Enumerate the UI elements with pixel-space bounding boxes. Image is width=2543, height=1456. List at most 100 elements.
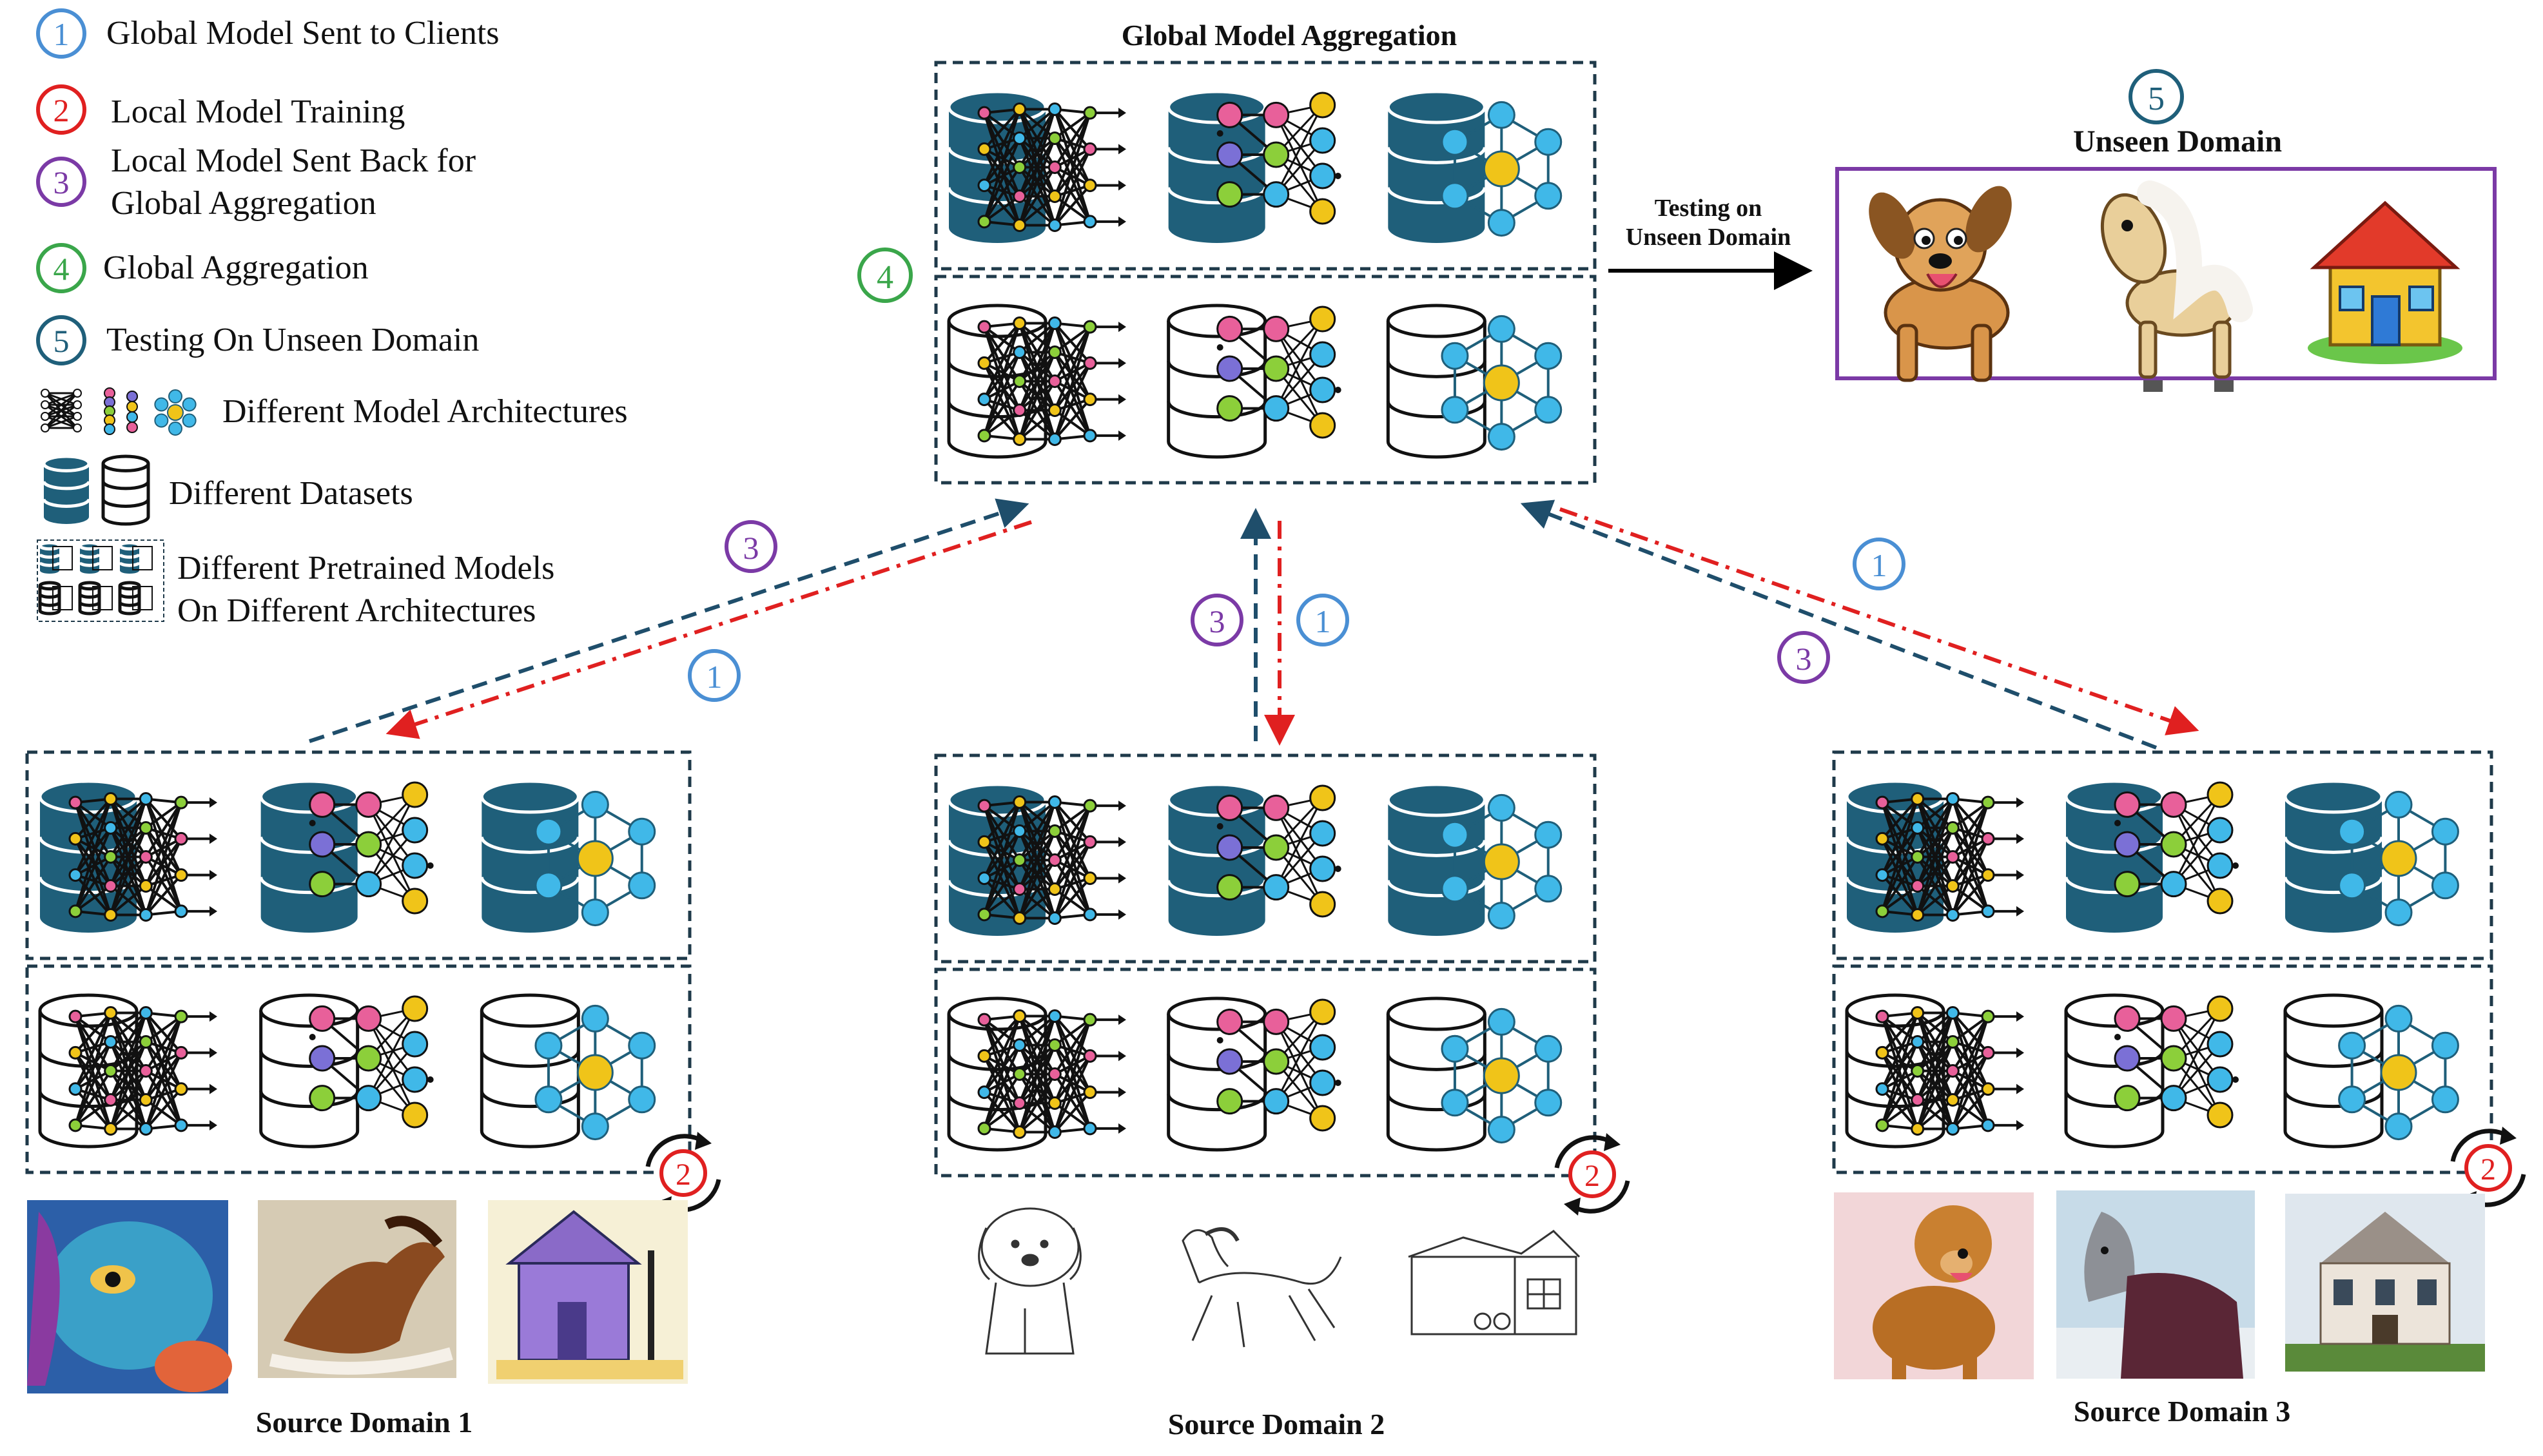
source3-dog-photo <box>1834 1192 2034 1379</box>
dataset-cylinder-filled <box>259 779 360 933</box>
sparse-network-icon <box>1216 784 1341 918</box>
legend-datasets-label: Different Datasets <box>169 475 413 512</box>
source1-images <box>27 1200 688 1393</box>
client-box-1 <box>25 750 692 1174</box>
svg-text:3: 3 <box>1796 641 1812 677</box>
legend: 1 Global Model Sent to Clients 2 Local M… <box>36 8 628 629</box>
global-title: Global Model Aggregation <box>1122 19 1457 52</box>
svg-text:1: 1 <box>1871 547 1887 583</box>
svg-text:1: 1 <box>706 659 723 695</box>
source2-images <box>978 1207 1581 1355</box>
dense-network-icon <box>68 792 217 922</box>
svg-text:3: 3 <box>743 530 759 566</box>
dense-network-icon <box>1875 792 2024 922</box>
dataset-cylinder-filled <box>42 454 91 524</box>
dense-network-icon <box>977 795 1126 925</box>
dataset-cylinder-outline <box>118 581 141 616</box>
hex-network-icon <box>1441 793 1563 930</box>
training-badges: 2 2 2 <box>645 1127 2526 1216</box>
client3-training-badge: 2 <box>2450 1127 2526 1209</box>
step-4-badge <box>36 243 86 293</box>
dataset-cylinder-filled <box>78 541 101 574</box>
legend-item-4-label: Global Aggregation <box>103 249 369 286</box>
flow-arrows <box>309 498 2199 750</box>
legend-item-5: 5 Testing On Unseen Domain <box>36 315 479 365</box>
dataset-cylinder-outline <box>2283 993 2384 1149</box>
unseen-image-horse <box>2100 180 2253 392</box>
hex-network-icon <box>1441 315 1563 451</box>
client1-return-badge: 3 <box>725 520 777 573</box>
svg-text:2: 2 <box>2480 1152 2496 1187</box>
dataset-cylinder-outline <box>1386 996 1486 1152</box>
dataset-cylinder-outline <box>480 993 580 1149</box>
dense-network-icon <box>977 1009 1126 1139</box>
hex-network-icon <box>1441 1007 1563 1144</box>
client-box-2 <box>934 753 1597 1178</box>
client3-upload-arrow <box>1520 500 2158 750</box>
dataset-cylinder-filled <box>1386 90 1486 243</box>
unseen-image-dog <box>1869 186 2012 382</box>
legend-item-2: 2 Local Model Training <box>36 84 405 135</box>
client-box-3 <box>1832 750 2493 1174</box>
source2-title: Source Domain 2 <box>1168 1408 1385 1441</box>
dataset-cylinder-filled <box>38 541 61 574</box>
hex-network-icon <box>1441 101 1563 237</box>
sparse-network-icon <box>309 995 434 1129</box>
legend-item-5-label: Testing On Unseen Domain <box>106 322 479 358</box>
client1-send-badge: 1 <box>688 649 741 702</box>
svg-text:2: 2 <box>1584 1159 1600 1193</box>
unseen-domain-title: Unseen Domain <box>2073 124 2282 159</box>
client1-training-badge: 2 <box>645 1132 721 1214</box>
dataset-cylinder-filled <box>2283 779 2384 933</box>
source2-house-sketch <box>1408 1230 1581 1335</box>
flow-badges: 3 1 3 1 1 3 <box>688 520 1905 702</box>
dataset-cylinder-outline <box>38 581 61 616</box>
legend-item-4: 4 Global Aggregation <box>36 243 369 293</box>
step-3-badge <box>36 157 86 207</box>
sparse-network-icon <box>309 781 434 915</box>
hex-network-icon <box>2338 790 2459 927</box>
global-aggregation-badge: 4 <box>857 248 913 303</box>
svg-text:2: 2 <box>676 1158 691 1192</box>
svg-text:1: 1 <box>1315 603 1331 639</box>
source2-horse-sketch <box>1182 1227 1342 1348</box>
dataset-cylinder-outline <box>1386 304 1486 459</box>
client2-training-badge: 2 <box>1554 1133 1630 1216</box>
svg-text:5: 5 <box>2148 81 2165 117</box>
svg-text:4: 4 <box>877 259 893 296</box>
source2-dog-sketch <box>978 1207 1082 1355</box>
client3-return-badge: 3 <box>1777 631 1830 684</box>
client1-upload-arrow <box>309 498 1029 743</box>
pretrained-legend-icons <box>37 539 164 622</box>
step-1-badge <box>36 8 86 59</box>
svg-text:3: 3 <box>1209 603 1225 639</box>
unseen-image-house <box>2308 200 2462 364</box>
unseen-domain-badge: 5 <box>2129 69 2184 124</box>
source1-house-painting <box>488 1200 688 1384</box>
step-4-badge-num: 4 <box>54 251 70 287</box>
source3-title: Source Domain 3 <box>2074 1395 2291 1428</box>
sparse-network-icon <box>1216 306 1341 439</box>
legend-architectures-label: Different Model Architectures <box>222 393 628 430</box>
dense-network-icon <box>977 316 1126 446</box>
sparse-network-icon <box>1216 92 1341 225</box>
hex-network-icon <box>2338 1004 2459 1141</box>
dense-network-icon <box>977 102 1126 232</box>
source1-horse-painting <box>258 1200 456 1378</box>
dense-network-icon <box>68 1006 217 1136</box>
dataset-cylinder-filled <box>480 779 580 933</box>
datasets-legend-icons <box>42 454 150 526</box>
legend-item-1-label: Global Model Sent to Clients <box>106 15 500 52</box>
step-3-badge-num: 3 <box>54 164 70 200</box>
sparse-network-icon <box>1216 998 1341 1132</box>
hex-network-icon <box>534 790 656 927</box>
step-5-badge-num: 5 <box>54 323 70 359</box>
sparse-network-icon <box>2114 995 2239 1129</box>
source3-house-photo <box>2285 1194 2485 1372</box>
dense-network-icon <box>1875 1006 2024 1136</box>
